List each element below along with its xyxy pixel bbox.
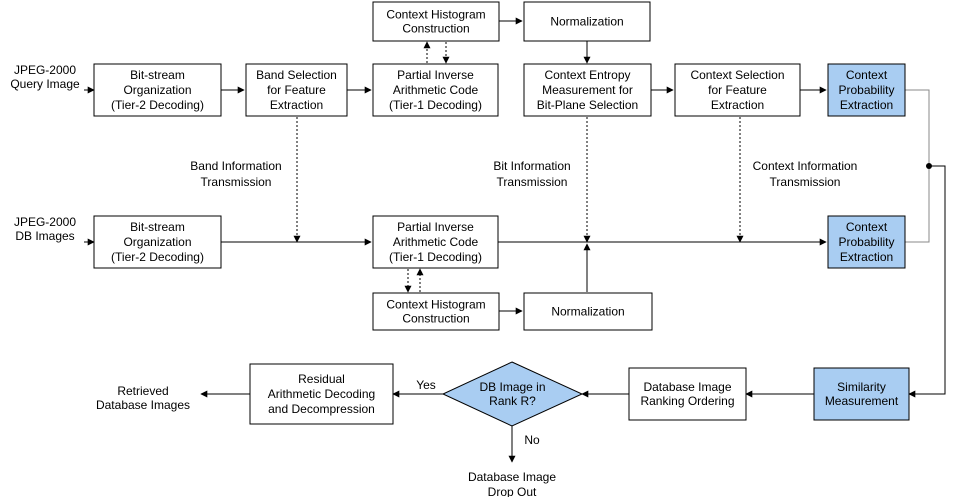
context-probability-db-text: Context <box>846 220 888 234</box>
context-histogram-top-text: Construction <box>402 22 469 36</box>
bitstream-query-text: (Tier-2 Decoding) <box>111 98 204 112</box>
residual-decoding-text: Residual <box>298 372 345 386</box>
bitstream-db-text: (Tier-2 Decoding) <box>111 250 204 264</box>
rank-decision-text: DB Image in <box>479 380 545 394</box>
context-probability-db-text: Probability <box>838 235 894 249</box>
context-entropy-text: Context Entropy <box>544 68 630 82</box>
yes-label: Yes <box>416 378 436 392</box>
normalization-top-box: Normalization <box>523 1 651 42</box>
retrieved-images-label-text: Retrieved <box>117 384 168 398</box>
band-selection-text: Band Selection <box>256 68 337 82</box>
partial-inverse-db-text: Partial Inverse <box>397 220 474 234</box>
ranking-ordering-text: Database Image <box>643 380 731 394</box>
band-info-label-text: Transmission <box>201 175 272 189</box>
context-probability-query-text: Context <box>846 68 888 82</box>
context-probability-query-text: Probability <box>838 83 894 97</box>
context-histogram-bottom-text: Construction <box>402 312 469 326</box>
edge-join-to-similarity <box>908 165 946 398</box>
db-input-label-text: DB Images <box>15 229 74 243</box>
context-histogram-bottom-text: Context Histogram <box>386 298 485 312</box>
no-label: No <box>524 433 540 447</box>
connectors <box>84 17 946 463</box>
context-probability-query-text: Extraction <box>840 98 893 112</box>
similarity-measurement-text: Measurement <box>825 394 899 408</box>
rank-decision-text: Rank R? <box>489 394 536 408</box>
bitstream-db-text: Bit-stream <box>130 220 185 234</box>
context-entropy-text: Measurement for <box>542 83 633 97</box>
drop-out-label-text: Database Image <box>468 470 556 484</box>
normalization-bottom-text: Normalization <box>551 305 624 319</box>
ranking-ordering-text: Ranking Ordering <box>640 394 734 408</box>
partial-inverse-query-text: Arithmetic Code <box>393 83 479 97</box>
partial-inverse-db-text: (Tier-1 Decoding) <box>389 250 482 264</box>
query-input-label-text: Query Image <box>10 77 80 91</box>
context-selection-text: Context Selection <box>690 68 784 82</box>
no-label-text: No <box>524 433 540 447</box>
context-info-label-text: Context Information <box>753 159 858 173</box>
edge-prob-db-to-join <box>905 166 930 243</box>
normalization-bottom-box: Normalization <box>523 292 653 331</box>
bitstream-query-text: Bit-stream <box>130 68 185 82</box>
yes-label-text: Yes <box>416 378 436 392</box>
context-entropy-text: Bit-Plane Selection <box>537 98 638 112</box>
context-selection-text: for Feature <box>708 83 767 97</box>
edge-prob-q-to-join <box>905 89 930 166</box>
query-input-label-text: JPEG-2000 <box>14 63 76 77</box>
partial-inverse-query-text: Partial Inverse <box>397 68 474 82</box>
context-histogram-top-text: Context Histogram <box>386 8 485 22</box>
bitstream-query-text: Organization <box>123 83 191 97</box>
context-probability-db-text: Extraction <box>840 250 893 264</box>
similarity-measurement-text: Similarity <box>837 380 886 394</box>
drop-out-label-text: Drop Out <box>488 485 537 497</box>
partial-inverse-db-text: Arithmetic Code <box>393 235 479 249</box>
band-selection-text: for Feature <box>267 83 326 97</box>
normalization-top-text: Normalization <box>550 15 623 29</box>
partial-inverse-query-text: (Tier-1 Decoding) <box>389 98 482 112</box>
context-info-label-text: Transmission <box>770 175 841 189</box>
bitstream-db-text: Organization <box>123 235 191 249</box>
db-input-label-text: JPEG-2000 <box>14 215 76 229</box>
band-selection-text: Extraction <box>270 98 323 112</box>
residual-decoding-text: and Decompression <box>268 402 375 416</box>
bit-info-label-text: Bit Information <box>493 159 570 173</box>
context-selection-text: Extraction <box>711 98 764 112</box>
residual-decoding-text: Arithmetic Decoding <box>268 387 375 401</box>
bit-info-label-text: Transmission <box>497 175 568 189</box>
band-info-label-text: Band Information <box>190 159 281 173</box>
retrieved-images-label-text: Database Images <box>96 398 190 412</box>
